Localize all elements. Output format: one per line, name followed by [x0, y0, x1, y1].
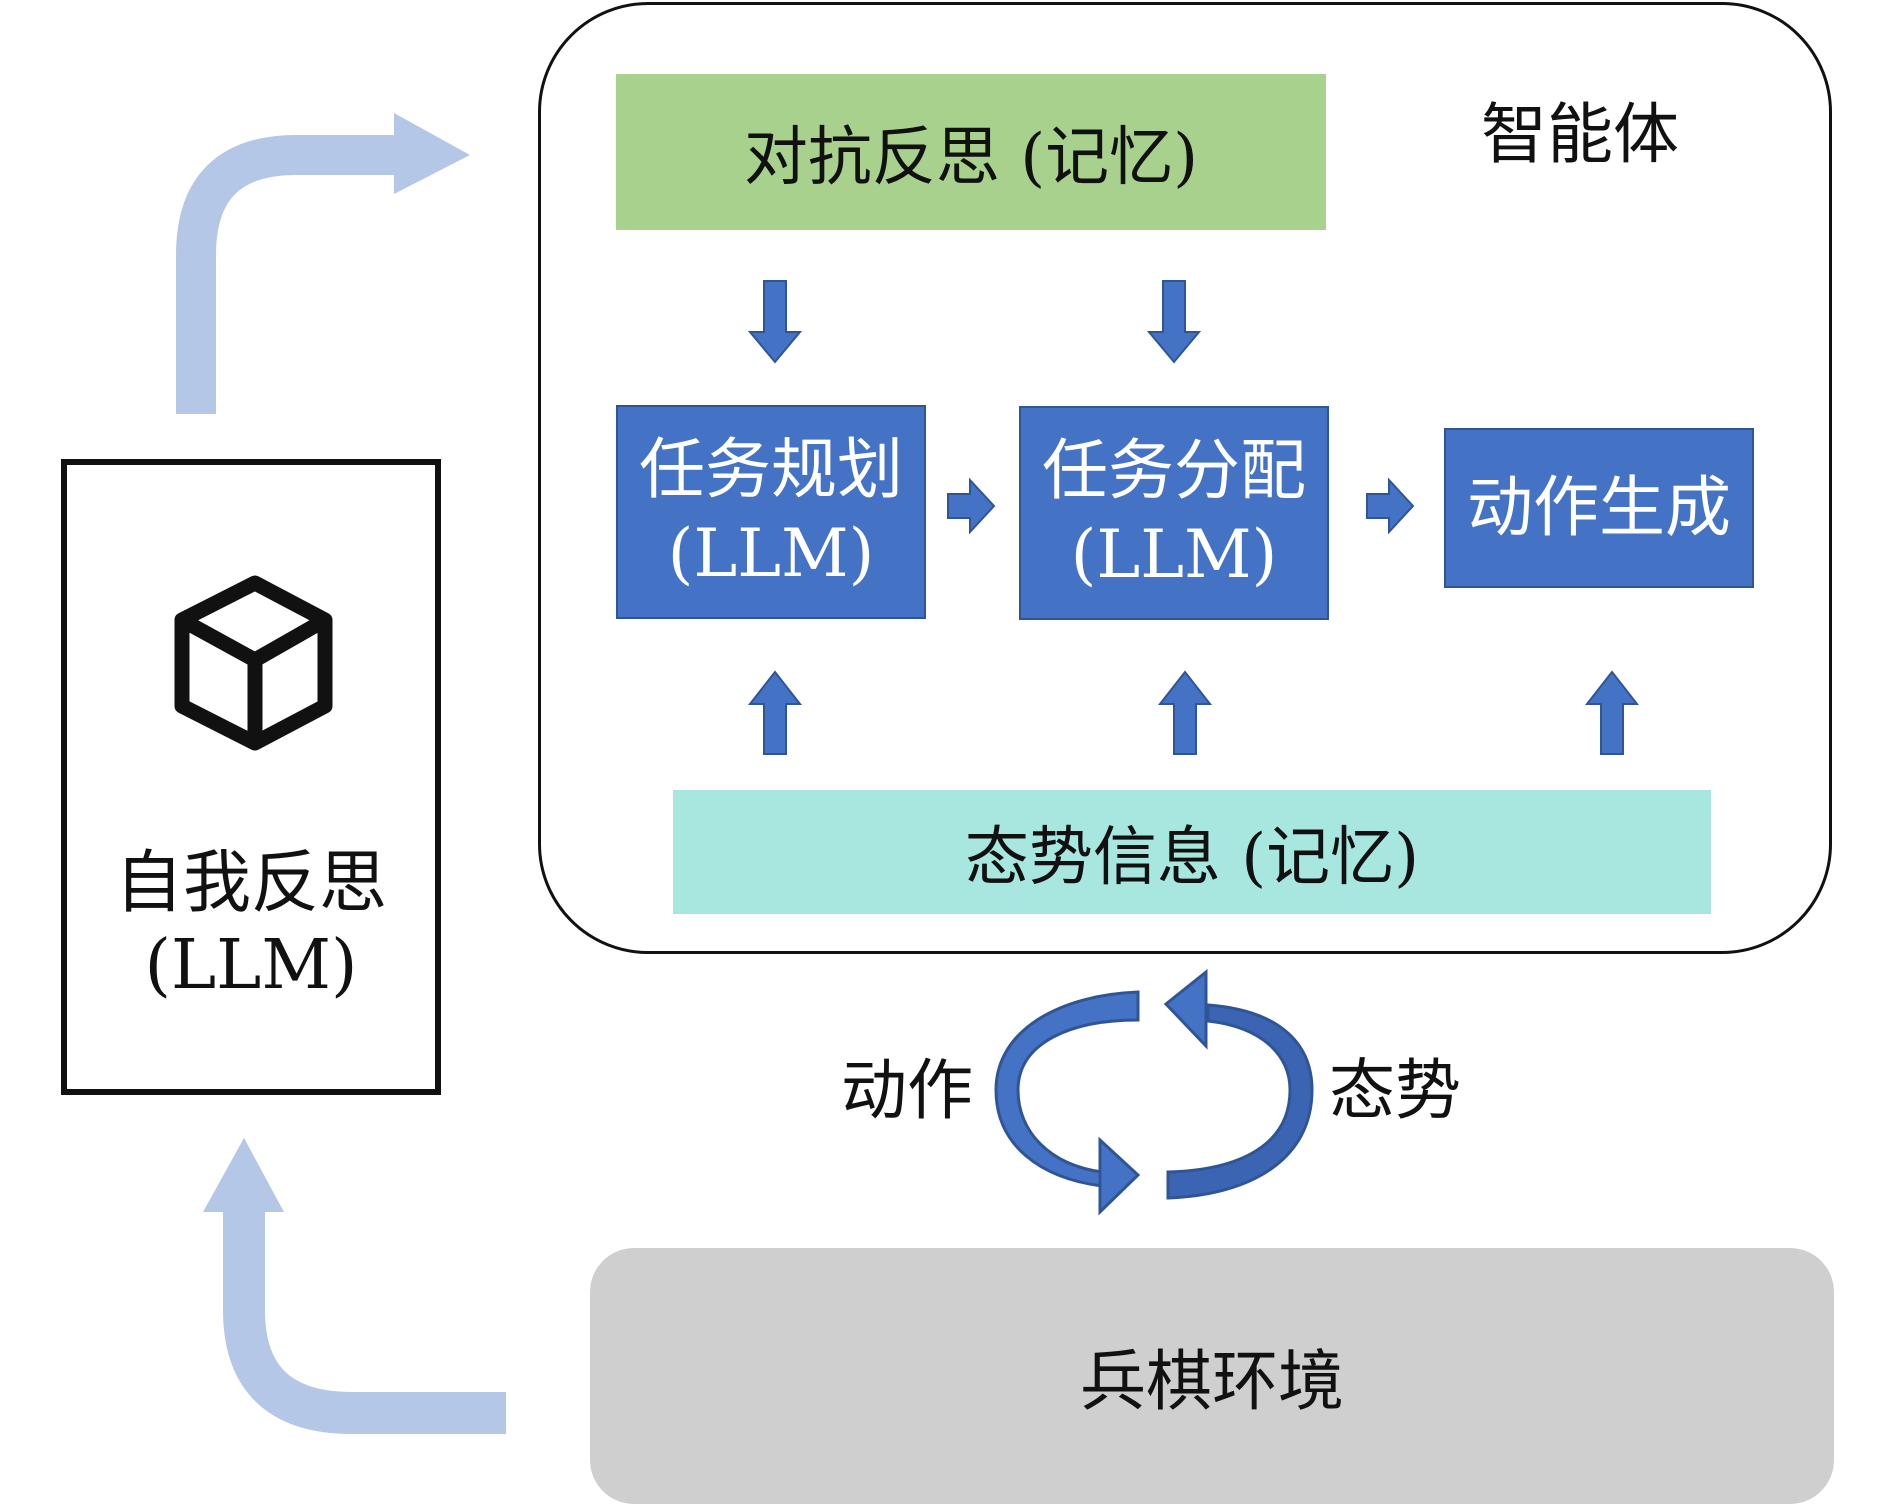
cycle-arrow-action [994, 990, 1141, 1216]
cycle-action-label: 动作 [841, 1052, 973, 1129]
down-arrow-to-task-planning [747, 280, 803, 364]
self-reflection-box [61, 459, 441, 1095]
action-generation-label: 动作生成 [1467, 469, 1731, 546]
wargame-environment: 兵棋环境 [590, 1248, 1834, 1504]
up-arrow-to-action-generation [1584, 670, 1640, 755]
task-planning-llm-label: (LLM) [667, 515, 875, 592]
agent-title: 智能体 [1481, 96, 1679, 173]
right-arrow-assignment-to-action [1366, 477, 1415, 535]
self-reflection-label: 自我反思 [114, 844, 387, 923]
adversarial-reflection-memory: 对抗反思 (记忆) [616, 74, 1326, 230]
flow-arrow-from-environment [203, 1138, 506, 1434]
task-assignment-llm-label: (LLM) [1070, 516, 1278, 593]
cycle-state-label: 态势 [1329, 1052, 1461, 1129]
situation-info-label: 态势信息 (记忆) [964, 821, 1420, 895]
task-planning-label: 任务规划 [639, 431, 903, 508]
adversarial-reflection-label: 对抗反思 (记忆) [743, 121, 1199, 195]
environment-label: 兵棋环境 [1080, 1343, 1344, 1420]
cycle-arrows [994, 968, 1314, 1216]
self-reflection-llm-label: (LLM) [144, 926, 358, 1005]
action-generation-module: 动作生成 [1444, 428, 1754, 588]
cycle-arrow-state [1163, 968, 1314, 1200]
up-arrow-to-task-planning [747, 670, 803, 755]
task-assignment-module: 任务分配 (LLM) [1019, 406, 1329, 620]
up-arrow-to-task-assignment [1157, 670, 1213, 755]
right-arrow-planning-to-assignment [947, 477, 996, 535]
task-assignment-label: 任务分配 [1042, 432, 1306, 509]
cube-icon [174, 575, 333, 751]
self-reflection-text: 自我反思 (LLM) [61, 840, 441, 1010]
situation-info-memory: 态势信息 (记忆) [673, 790, 1711, 914]
task-planning-module: 任务规划 (LLM) [616, 405, 926, 619]
flow-arrow-to-agent [176, 113, 470, 414]
down-arrow-to-task-assignment [1146, 280, 1202, 364]
